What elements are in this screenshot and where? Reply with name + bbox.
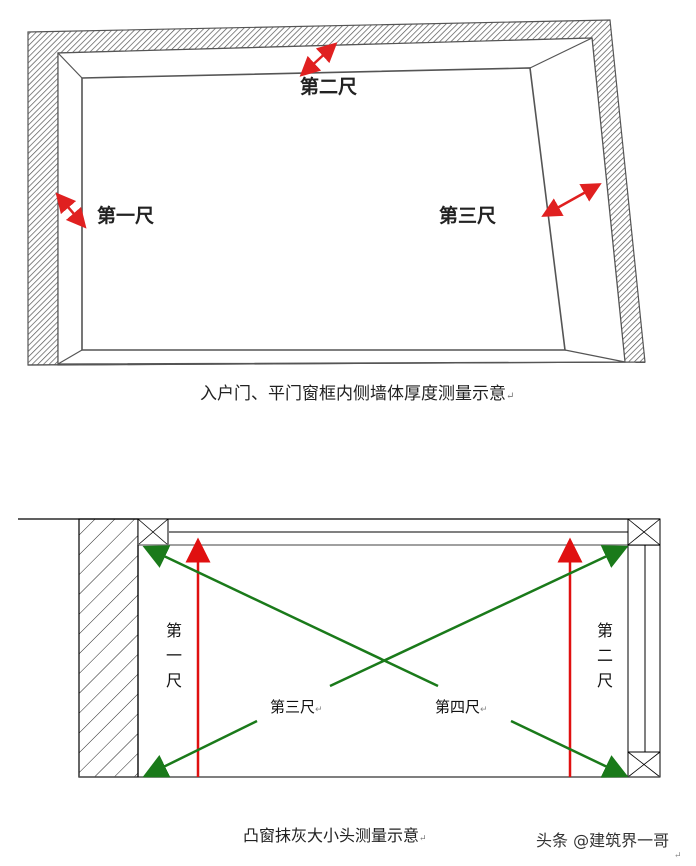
right-window-frame — [627, 518, 661, 778]
door-frame-diagram: 第一尺 第二尺 第三尺 入户门、平门窗框内侧墙体厚度测量示意↵ — [27, 19, 646, 404]
svg-text:一: 一 — [166, 646, 182, 665]
label-ruler2-vertical: 第 二 尺 — [597, 621, 613, 690]
ruler2-arrow — [299, 42, 338, 77]
ruler4-green-arrow-a — [142, 545, 439, 688]
ruler3-green-arrow-b — [142, 719, 258, 778]
svg-text:第: 第 — [597, 621, 613, 640]
hatched-wall — [78, 518, 139, 778]
label-ruler3: 第三尺 — [439, 204, 496, 227]
caption-door-frame: 入户门、平门窗框内侧墙体厚度测量示意↵ — [200, 384, 514, 404]
ruler3-green-arrow-a — [329, 545, 629, 688]
watermark: 头条 @建筑界一哥 — [536, 831, 669, 850]
label-ruler1-vertical: 第 一 尺 — [166, 621, 182, 690]
label-ruler2: 第二尺 — [300, 75, 357, 98]
label-ruler4: 第四尺↵ — [435, 698, 488, 716]
svg-text:第: 第 — [166, 621, 182, 640]
ruler1-arrow — [55, 192, 87, 229]
label-ruler3: 第三尺↵ — [270, 698, 323, 716]
bay-window-diagram: 第 一 尺 第 二 尺 第三尺↵ 第四尺↵ 凸窗抹灰大小头测量示意↵ — [18, 518, 661, 845]
ruler4-green-arrow-b — [510, 719, 629, 778]
label-ruler1: 第一尺 — [97, 204, 154, 227]
svg-text:尺: 尺 — [597, 671, 613, 690]
svg-text:尺: 尺 — [166, 671, 182, 690]
caption-bay-window: 凸窗抹灰大小头测量示意↵ — [243, 826, 427, 845]
watermark-mark: ↵ — [674, 851, 682, 861]
ruler3-arrow — [541, 183, 602, 217]
svg-text:二: 二 — [597, 646, 613, 665]
